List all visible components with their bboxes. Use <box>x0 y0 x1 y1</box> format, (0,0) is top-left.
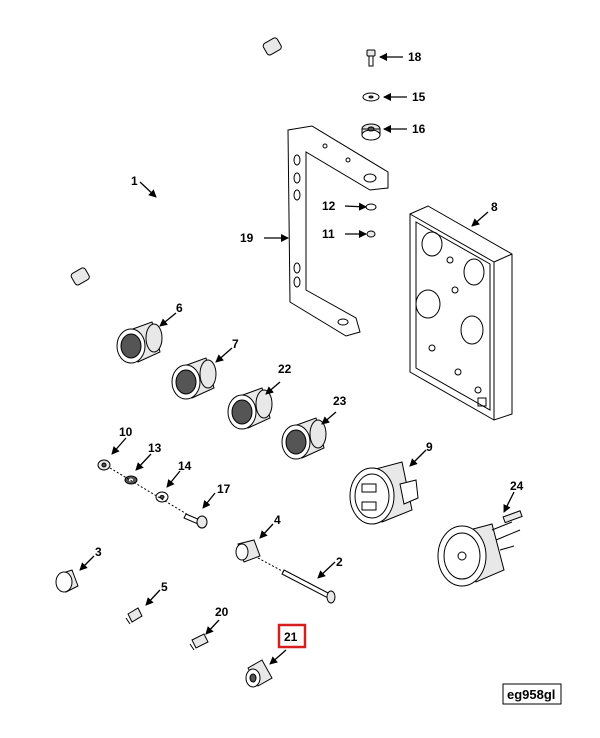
part-12-washer <box>365 203 377 211</box>
part-6-gauge <box>116 321 163 364</box>
callout-23: 23 <box>333 394 347 408</box>
part-20-fitting <box>189 633 209 651</box>
callout-5: 5 <box>161 580 168 594</box>
callout-16: 16 <box>412 122 426 136</box>
callout-17: 17 <box>217 482 231 496</box>
part-16-grommet <box>361 123 381 141</box>
highlighted-callout-21[interactable]: 21 <box>277 623 307 649</box>
callout-14: 14 <box>178 459 192 473</box>
part-11-nut <box>366 230 376 238</box>
part-23-gauge <box>281 417 327 460</box>
callout-24: 24 <box>510 479 524 493</box>
part-24-gauge <box>437 510 523 587</box>
part-22-gauge <box>227 387 273 430</box>
part-13-lockwasher <box>124 475 138 485</box>
callout-9: 9 <box>426 440 433 454</box>
callout-18: 18 <box>408 50 422 64</box>
callout-12: 12 <box>322 199 336 213</box>
callout-1: 1 <box>131 174 138 188</box>
reference-code: eg958gl <box>507 687 555 702</box>
callout-15: 15 <box>412 90 426 104</box>
callout-19: 19 <box>240 231 254 245</box>
part-4-spacer <box>235 539 261 563</box>
leader-lines <box>79 53 515 665</box>
part-2-bolt <box>281 569 336 604</box>
part-10-nut <box>97 459 111 471</box>
callout-labels: 1 2 3 4 5 6 7 8 9 10 11 12 13 14 15 16 1… <box>95 50 524 619</box>
callout-20: 20 <box>215 605 229 619</box>
callout-11: 11 <box>322 227 335 241</box>
callout-4: 4 <box>274 513 281 527</box>
part-1-tube <box>70 37 282 286</box>
part-17-screw <box>183 513 208 529</box>
part-5-fitting <box>125 607 143 625</box>
callout-3: 3 <box>95 545 102 559</box>
reference-code-box: eg958gl <box>502 683 562 705</box>
part-7-gauge <box>171 357 217 400</box>
highlight-box <box>277 623 307 649</box>
callout-21: 21 <box>284 630 298 644</box>
part-3-cap <box>55 569 79 593</box>
callout-10: 10 <box>119 425 133 439</box>
callout-13: 13 <box>148 441 162 455</box>
part-9-meter <box>349 461 419 525</box>
part-18-screw <box>366 49 376 67</box>
callout-2: 2 <box>336 555 343 569</box>
part-21-fitting <box>245 659 273 688</box>
part-19-bracket <box>287 125 389 337</box>
callout-22: 22 <box>278 362 292 376</box>
part-14-washer <box>155 491 169 503</box>
part-8-panel <box>409 205 513 421</box>
callout-6: 6 <box>176 301 183 315</box>
part-15-washer <box>362 92 380 102</box>
callout-7: 7 <box>232 337 239 351</box>
callout-8: 8 <box>491 200 498 214</box>
